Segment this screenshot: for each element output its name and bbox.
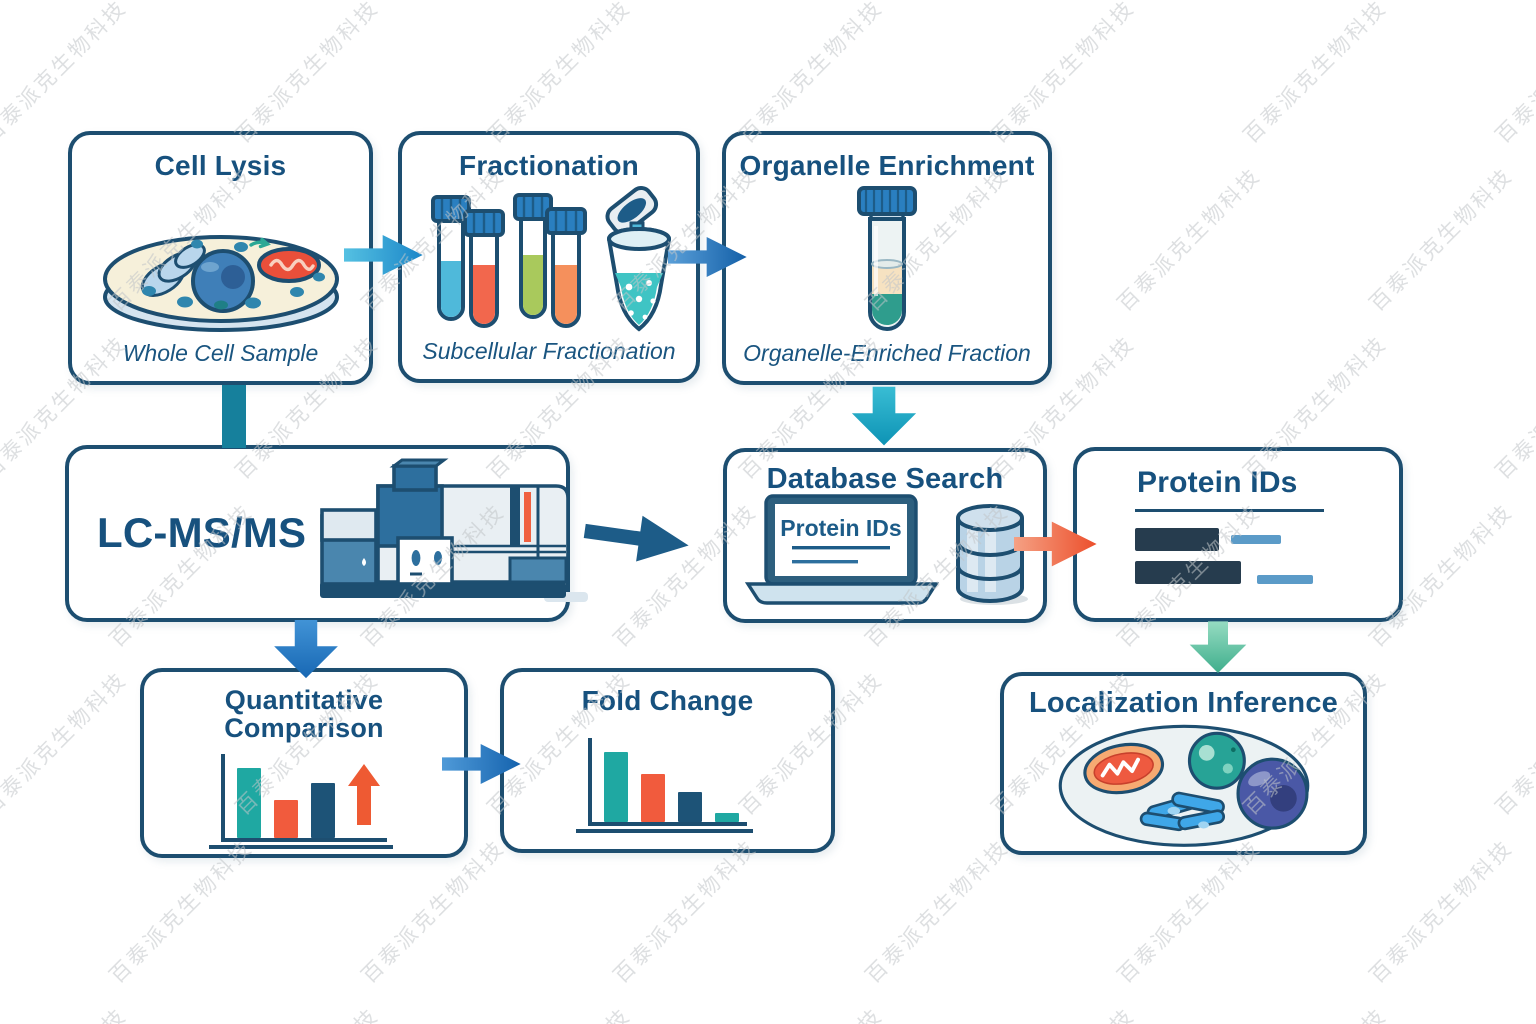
watermark-text: 百泰派克生物科技 <box>1365 835 1518 988</box>
watermark-text: 百泰派克生物科技 <box>0 1000 133 1024</box>
mass-spectrometer-icon <box>306 454 589 614</box>
watermark-text: 百泰派克生物科技 <box>1491 331 1536 484</box>
organelle-enrichment-box: Organelle Enrichment Organelle-Enriched … <box>722 131 1052 385</box>
cell-lysis-title: Cell Lysis <box>154 150 287 181</box>
bar <box>237 768 261 839</box>
fractionation-caption: Subcellular Fractionation <box>422 338 676 364</box>
database-icon <box>950 502 1034 611</box>
connector-cell-lysis-to-lcms <box>222 385 246 448</box>
arrow-database-to-protein-ids <box>1014 510 1098 583</box>
bar <box>274 800 298 839</box>
arrow-lcms-to-database <box>562 500 714 569</box>
watermark-text: 百泰派克生物科技 <box>0 667 132 820</box>
watermark-text: 百泰派克生物科技 <box>735 0 888 148</box>
protein-score-bar <box>1257 574 1313 584</box>
watermark-text: 百泰派克生物科技 <box>861 835 1014 988</box>
protein-ids-title: Protein IDs <box>1137 466 1298 499</box>
arrow-lcms-to-quantitative <box>272 620 340 685</box>
quantitative-comparison-box: Quantitative Comparison <box>140 668 468 858</box>
database-search-box: Database Search Protein IDs <box>723 448 1047 623</box>
watermark-text: 百泰派克生物科技 <box>0 0 132 148</box>
bar-chart-icon <box>504 715 831 849</box>
cell-lysis-caption: Whole Cell Sample <box>122 340 319 366</box>
watermark-text: 百泰派克生物科技 <box>1491 0 1536 148</box>
arrow-cell-lysis-to-fractionation <box>344 226 424 289</box>
watermark-text: 百泰派克生物科技 <box>1365 163 1518 316</box>
bar-chart-icon <box>144 743 464 854</box>
protein-id-bar <box>1135 527 1219 551</box>
fold-change-bar-chart <box>576 738 753 834</box>
localization-inference-box: Localization Inference <box>1000 672 1367 855</box>
watermark-text: 百泰派克生物科技 <box>732 1000 889 1024</box>
centrifuge-tube-icon <box>726 180 1048 340</box>
watermark-text: 百泰派克生物科技 <box>1113 163 1266 316</box>
watermark-text: 百泰派克生物科技 <box>987 0 1140 148</box>
fractionation-box: Fractionation <box>398 131 700 383</box>
laptop-screen-text: Protein IDs <box>780 515 901 541</box>
watermark-text: 百泰派克生物科技 <box>1236 1000 1393 1024</box>
lc-ms-ms-title: LC-MS/MS <box>97 509 307 557</box>
arrow-organelle-to-database <box>850 386 918 453</box>
bar <box>604 752 628 823</box>
protein-score-bar <box>1231 534 1281 544</box>
organelle-enrichment-title: Organelle Enrichment <box>739 150 1035 181</box>
watermark-text: 百泰派克生物科技 <box>0 499 6 652</box>
watermark-text: 百泰派克生物科技 <box>231 0 384 148</box>
watermark-text: 百泰派克生物科技 <box>1488 1000 1536 1024</box>
cell-lysis-box: Cell Lysis <box>68 131 373 385</box>
fold-change-title: Fold Change <box>581 685 754 716</box>
cell-organelles-icon <box>1004 718 1363 851</box>
fold-change-box: Fold Change <box>500 668 835 853</box>
watermark-text: 百泰派克生物科技 <box>1113 835 1266 988</box>
protein-ids-box: Protein IDs <box>1073 447 1403 622</box>
protein-list-row <box>1135 560 1313 584</box>
up-trend-arrow-icon <box>348 764 380 826</box>
quantitative-comparison-title: Quantitative Comparison <box>224 685 384 744</box>
watermark-text: 百泰派克生物科技 <box>0 835 6 988</box>
watermark-text: 百泰派克生物科技 <box>0 163 6 316</box>
watermark-text: 百泰派克生物科技 <box>1239 0 1392 148</box>
watermark-text: 百泰派克生物科技 <box>228 1000 385 1024</box>
cell-sample-icon <box>72 180 369 340</box>
localization-inference-title: Localization Inference <box>1029 687 1338 719</box>
quantitative-bar-chart <box>209 754 393 850</box>
watermark-text: 百泰派克生物科技 <box>480 1000 637 1024</box>
watermark-text: 百泰派克生物科技 <box>483 0 636 148</box>
bar <box>311 783 335 839</box>
arrow-quantitative-to-fold-change <box>442 734 522 799</box>
laptop-icon: Protein IDs <box>736 494 948 611</box>
watermark-text: 百泰派克生物科技 <box>984 1000 1141 1024</box>
bar <box>715 813 739 823</box>
bar <box>678 792 702 823</box>
arrow-fractionation-to-organelle <box>668 228 748 291</box>
lc-ms-ms-box: LC-MS/MS <box>65 445 589 622</box>
database-search-title: Database Search <box>766 463 1004 495</box>
arrow-protein-ids-to-localization <box>1188 620 1248 681</box>
organelle-enrichment-caption: Organelle-Enriched Fraction <box>743 340 1031 366</box>
protein-list-row <box>1135 527 1313 551</box>
protein-id-bar <box>1135 560 1241 584</box>
watermark-text: 百泰派克生物科技 <box>609 835 762 988</box>
bar <box>641 774 665 823</box>
watermark-text: 百泰派克生物科技 <box>1491 667 1536 820</box>
protein-list-icon <box>1135 527 1313 584</box>
test-tubes-icon <box>402 180 696 338</box>
fractionation-title: Fractionation <box>459 150 639 181</box>
